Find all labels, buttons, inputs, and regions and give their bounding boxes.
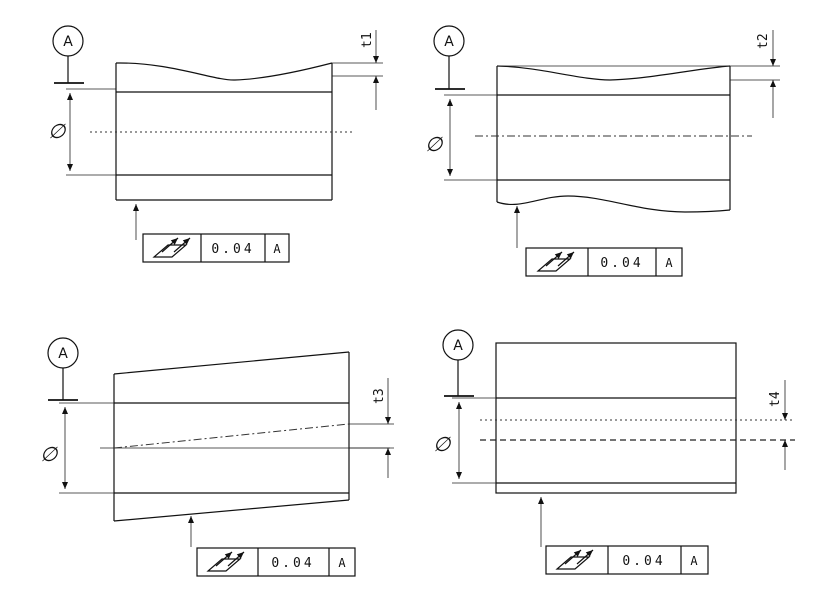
t2-dimension: t2 <box>730 30 780 118</box>
t1-dimension: t1 <box>332 30 383 110</box>
datum-symbol: A <box>433 25 465 90</box>
fcf-tolerance: 0.04 <box>600 256 643 271</box>
total-runout-icon <box>536 251 575 272</box>
datum-letter: A <box>453 338 463 354</box>
diameter-symbol: ∅ <box>433 432 452 456</box>
datum-letter: A <box>63 34 73 50</box>
feature-control-frame: 0.04 A <box>142 233 290 263</box>
cylinder-body <box>475 65 752 213</box>
datum-symbol: A <box>47 337 79 401</box>
feature-control-frame: 0.04 A <box>196 547 356 577</box>
dimension-label-t3: t3 <box>372 388 387 404</box>
panel-top-right: A ∅ t2 <box>425 25 780 277</box>
diameter-symbol: ∅ <box>40 442 59 466</box>
t4-dimension: t4 <box>768 380 788 470</box>
datum-symbol: A <box>442 329 474 397</box>
total-runout-icon <box>152 237 191 258</box>
panel-bottom-right: A ∅ t4 <box>433 329 795 575</box>
diameter-dimension: ∅ <box>433 397 496 484</box>
feature-control-frame: 0.04 A <box>545 545 709 575</box>
dimension-label-t1: t1 <box>360 32 375 48</box>
panel-bottom-left: A ∅ t3 <box>40 337 394 577</box>
t3-dimension: t3 <box>349 378 394 478</box>
diameter-dimension: ∅ <box>425 94 497 181</box>
fcf-datum: A <box>690 554 698 568</box>
total-runout-icon <box>206 551 245 572</box>
fcf-datum: A <box>273 242 281 256</box>
diameter-dimension: ∅ <box>48 88 116 176</box>
datum-letter: A <box>58 346 68 362</box>
fcf-datum: A <box>665 256 673 270</box>
fcf-tolerance: 0.04 <box>271 556 314 571</box>
dimension-label-t4: t4 <box>768 391 783 407</box>
cylinder-body <box>480 342 795 494</box>
feature-control-frame: 0.04 A <box>525 247 683 277</box>
diameter-symbol: ∅ <box>425 132 444 156</box>
total-runout-icon <box>555 549 594 570</box>
panel-top-left: A ∅ t1 <box>48 25 383 263</box>
datum-letter: A <box>444 34 454 50</box>
cylinder-body <box>90 62 355 201</box>
cone-body <box>100 351 390 522</box>
diameter-symbol: ∅ <box>48 119 67 143</box>
fcf-tolerance: 0.04 <box>622 554 665 569</box>
fcf-datum: A <box>338 556 346 570</box>
fcf-tolerance: 0.04 <box>211 242 254 257</box>
diameter-dimension: ∅ <box>40 402 114 494</box>
datum-symbol: A <box>52 25 84 84</box>
dimension-label-t2: t2 <box>756 33 771 49</box>
